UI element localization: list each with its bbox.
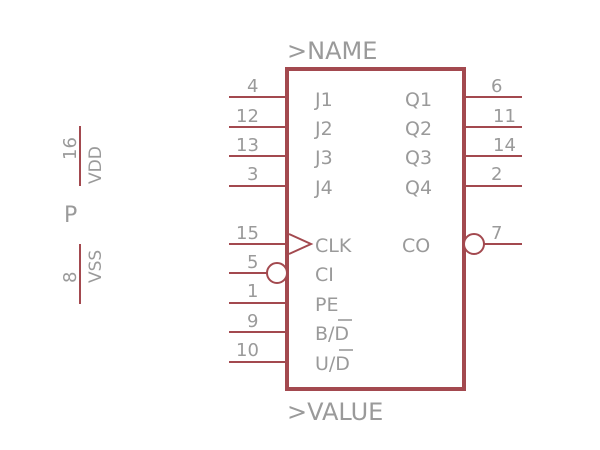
pin-number-4: 4 [247, 76, 258, 97]
pin-number-5: 5 [247, 252, 258, 273]
power-label: P [64, 203, 77, 228]
pin-label-j2: J2 [314, 118, 333, 140]
pin-number-1: 1 [247, 281, 258, 302]
power-pin-label-vss: VSS [86, 250, 106, 283]
part-value-label: >VALUE [287, 398, 383, 426]
pin-label-q1: Q1 [405, 89, 432, 111]
pin-label-clk: CLK [315, 235, 352, 257]
pin-number-15: 15 [236, 223, 259, 244]
pin-label-b-d: B/D [315, 323, 349, 345]
clock-input-marker [288, 233, 314, 255]
pin-number-10: 10 [236, 340, 259, 361]
pin-label-u-d: U/D [315, 353, 350, 375]
pin-label-j3: J3 [314, 147, 333, 169]
pin-number-2: 2 [491, 164, 502, 185]
pin-number-3: 3 [247, 164, 258, 185]
pin-label-q3: Q3 [405, 147, 432, 169]
pin-number-12: 12 [236, 106, 259, 127]
pin-number-6: 6 [491, 76, 502, 97]
pin-number-9: 9 [247, 311, 258, 332]
pin-label-j4: J4 [314, 177, 333, 199]
pin-label-q2: Q2 [405, 118, 432, 140]
inversion-bubble-ci [266, 262, 288, 284]
pin-number-7: 7 [491, 223, 502, 244]
inversion-bubble-co [463, 233, 485, 255]
pin-number-16: 16 [60, 137, 81, 160]
pin-label-ci: CI [315, 264, 334, 286]
pin-number-14: 14 [493, 135, 516, 156]
pin-label-co: CO [402, 235, 430, 257]
pin-number-11: 11 [493, 106, 516, 127]
component-body [285, 67, 466, 391]
pin-label-q4: Q4 [405, 177, 432, 199]
pin-label-j1: J1 [314, 89, 333, 111]
part-name-label: >NAME [287, 37, 377, 65]
power-pin-label-vdd: VDD [86, 146, 106, 184]
pin-number-8: 8 [60, 272, 81, 283]
pin-number-13: 13 [236, 135, 259, 156]
pin-label-pe: PE [315, 294, 338, 316]
